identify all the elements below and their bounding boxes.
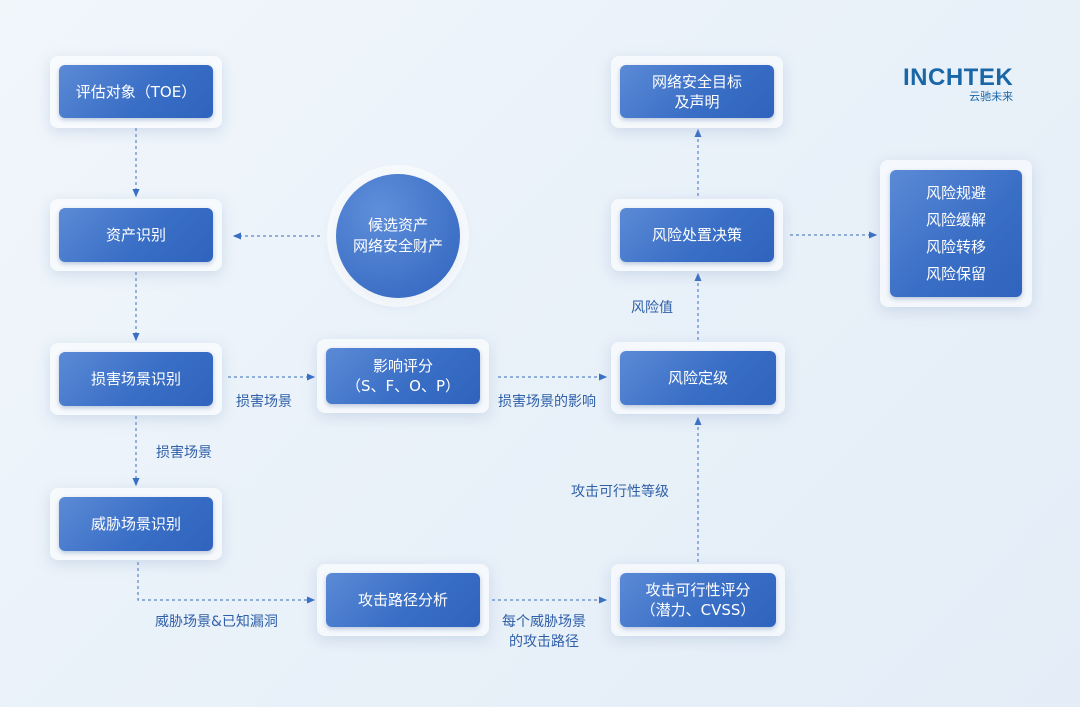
node-label: 评估对象（TOE）: [75, 82, 197, 101]
label-risk-value: 风险值: [631, 300, 673, 316]
label-line: 的攻击路径: [509, 634, 579, 650]
logo-subtext: 云驰未来: [969, 90, 1014, 103]
node-label: 风险处置决策: [651, 226, 742, 244]
node-candidate-assets: 候选资产 网络安全财产: [336, 174, 460, 298]
node-label: 影响评分: [372, 357, 433, 375]
label-damage-scenario: 损害场景: [236, 394, 292, 410]
label-damage-impact: 损害场景的影响: [498, 394, 596, 410]
node-label: （潜力、CVSS）: [640, 601, 756, 619]
node-label: 网络安全目标: [651, 72, 742, 91]
node-label: 威胁场景识别: [90, 515, 181, 533]
node-label: 损害场景识别: [90, 370, 181, 388]
node-security-goal: 网络安全目标 及声明: [620, 65, 774, 118]
node-attack-feasibility: 攻击可行性评分 （潜力、CVSS）: [620, 573, 776, 627]
node-label: 攻击路径分析: [357, 591, 448, 609]
node-label: （S、F、O、P）: [345, 377, 460, 395]
node-toe: 评估对象（TOE）: [59, 65, 213, 118]
treatment-item: 风险规避: [925, 183, 986, 202]
label-line: 每个威胁场景: [502, 614, 586, 630]
node-risk-determination: 风险定级: [620, 351, 776, 405]
node-risk-treatment-decision: 风险处置决策: [620, 208, 774, 262]
node-attack-path-analysis: 攻击路径分析: [326, 573, 480, 627]
node-asset-identification: 资产识别: [59, 208, 213, 262]
treatment-item: 风险缓解: [925, 210, 986, 229]
label-attack-paths: 每个威胁场景 的攻击路径: [502, 612, 586, 652]
node-label: 攻击可行性评分: [645, 581, 751, 599]
node-label: 资产识别: [105, 226, 166, 244]
treatment-item: 风险保留: [925, 264, 986, 283]
label-feasibility-level: 攻击可行性等级: [571, 484, 669, 500]
node-damage-scenario: 损害场景识别: [59, 352, 213, 406]
node-impact-rating: 影响评分 （S、F、O、P）: [326, 348, 480, 404]
label-threat-vulnerability: 威胁场景&已知漏洞: [155, 614, 278, 630]
node-label: 候选资产: [367, 216, 428, 234]
node-label: 网络安全财产: [352, 237, 443, 255]
node-risk-treatments: 风险规避 风险缓解 风险转移 风险保留: [890, 170, 1022, 297]
label-damage-scenario: 损害场景: [156, 445, 212, 461]
arrow-threat-attackpath: [137, 562, 316, 604]
logo-text: INCHTEK: [903, 64, 1014, 91]
node-label: 及声明: [674, 92, 720, 111]
node-label: 风险定级: [667, 369, 728, 387]
node-threat-scenario: 威胁场景识别: [59, 497, 213, 551]
treatment-item: 风险转移: [925, 237, 986, 256]
inchtek-logo: INCHTEK 云驰未来: [903, 64, 1013, 104]
